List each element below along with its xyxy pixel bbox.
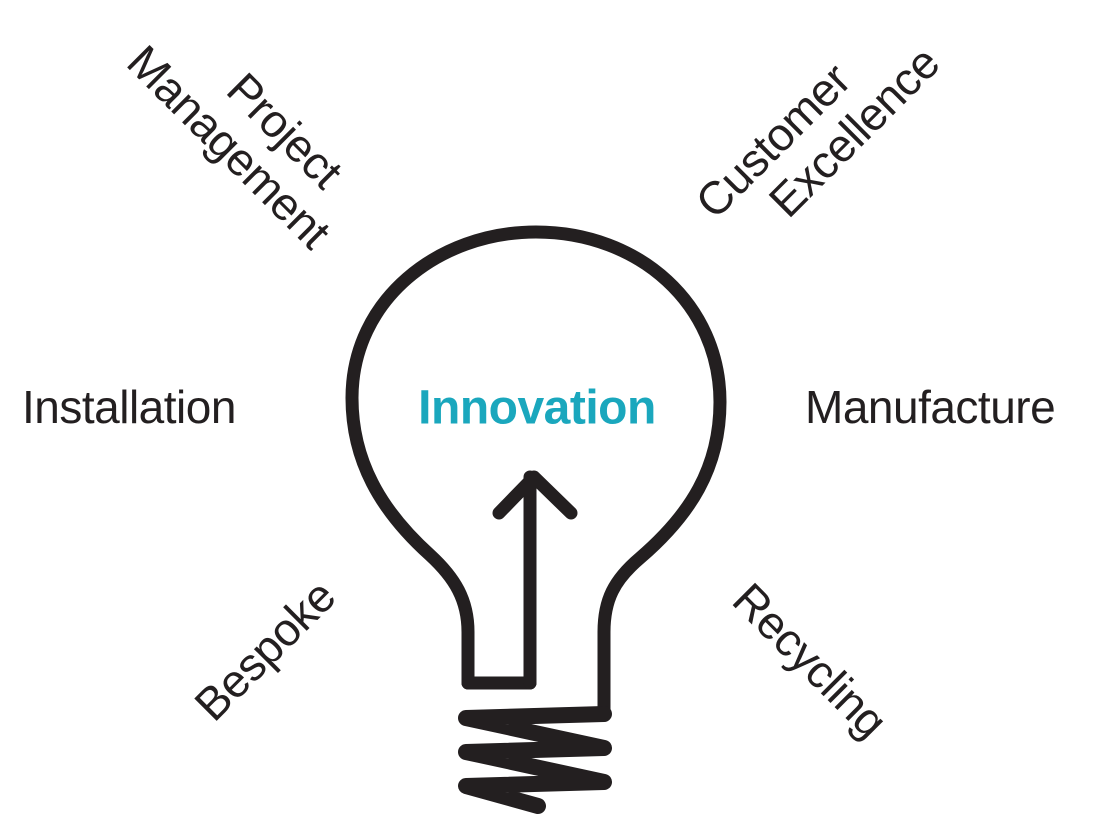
manufacture-label: Manufacture: [805, 381, 1056, 433]
arrow-up-icon: [492, 470, 578, 690]
manufacture-text: Manufacture: [805, 381, 1056, 433]
installation-label: Installation: [22, 382, 236, 433]
installation-text: Installation: [22, 381, 236, 433]
bulb-outline: [345, 225, 727, 721]
center-label: Innovation: [418, 381, 656, 435]
bulb-screw-base: [458, 706, 612, 814]
